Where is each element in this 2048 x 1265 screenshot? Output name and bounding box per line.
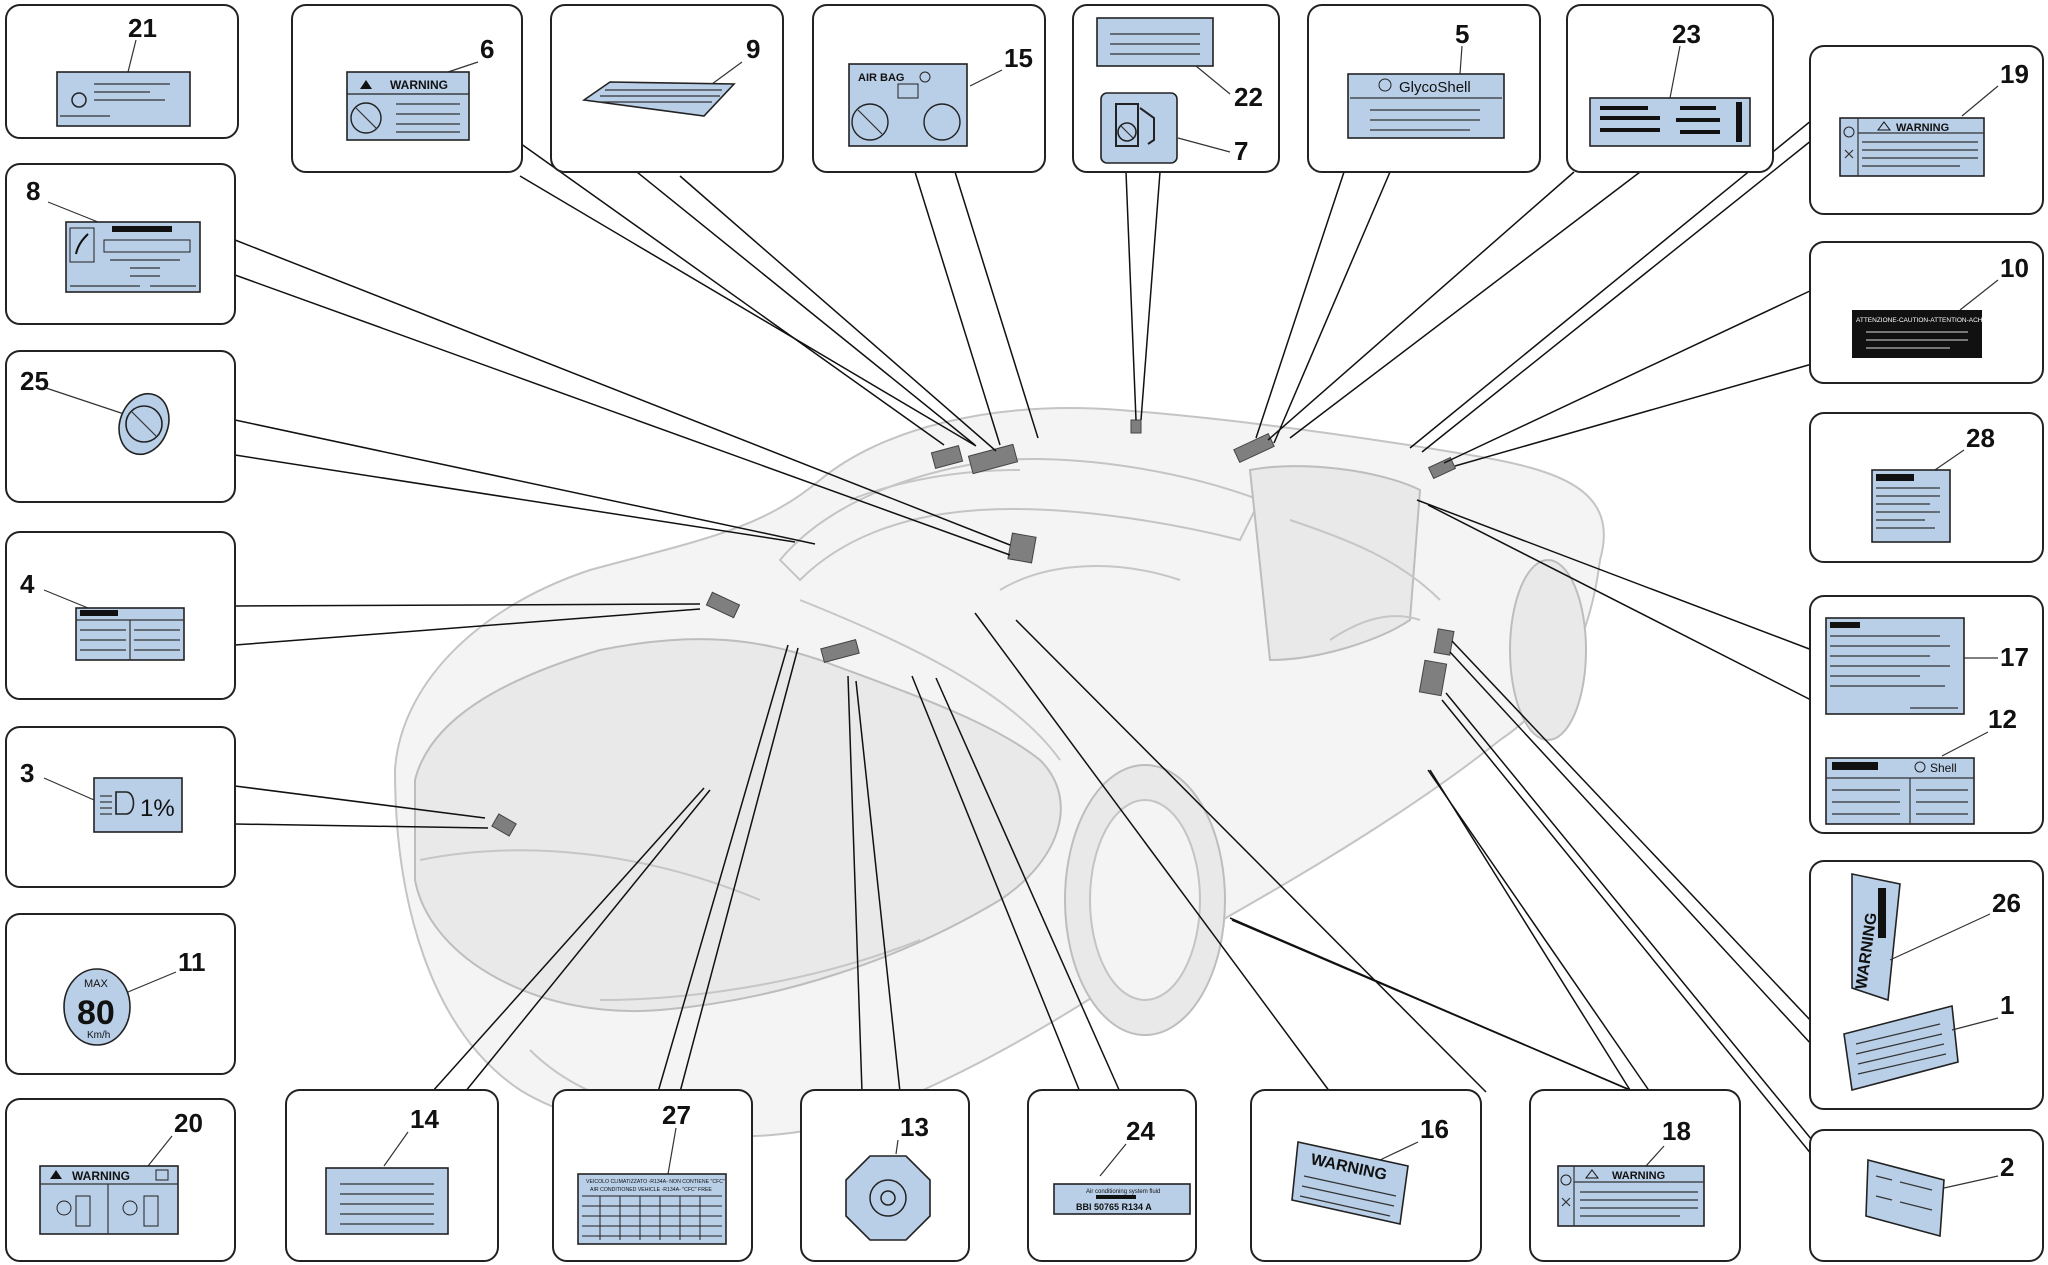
callout-number-12: 12 (1988, 704, 2017, 734)
callout-24: 24 Air conditioning system fluid BBI 507… (1027, 1089, 1197, 1262)
callout-9: 9 (550, 4, 784, 173)
callout-number-22: 22 (1234, 82, 1263, 112)
glycoshell-text: GlycoShell (1399, 79, 1471, 96)
one-percent-text: 1% (140, 795, 175, 822)
speed-text: 80 (77, 994, 115, 1032)
callout-number-18: 18 (1662, 1116, 1691, 1146)
callout-number-20: 20 (174, 1108, 203, 1138)
callout-15: 15 AIR BAG (812, 4, 1046, 173)
ac-line2-text: AIR CONDITIONED VEHICLE -R134A- "CFC" FR… (590, 1187, 712, 1193)
callout-8: 8 (5, 163, 236, 325)
callout-16: 16 WARNING (1250, 1089, 1482, 1262)
callout-19: 19 WARNING (1809, 45, 2044, 215)
callout-21: 21 (5, 4, 239, 139)
callout-number-19: 19 (2000, 59, 2029, 89)
callout-number-26: 26 (1992, 888, 2021, 918)
ac-code-text: BBI 50765 R134 A (1076, 1202, 1152, 1212)
callout-number-8: 8 (26, 176, 40, 206)
callout-6: 6 WARNING (291, 4, 523, 173)
callout-4: 4 (5, 531, 236, 700)
airbag-text: AIR BAG (858, 72, 904, 84)
callout-number-13: 13 (900, 1112, 929, 1142)
callout-number-10: 10 (2000, 253, 2029, 283)
callout-number-6: 6 (480, 34, 494, 64)
callout-10: 10 ATTENZIONE-CAUTION-ATTENTION-ACHTUNG (1809, 241, 2044, 384)
callout-28: 28 (1809, 412, 2044, 563)
callout-20: 20 WARNING (5, 1098, 236, 1262)
warning-text-6: WARNING (390, 78, 448, 92)
callout-18: 18 WARNING (1529, 1089, 1741, 1262)
callout-number-11: 11 (178, 947, 206, 977)
callout-17-12: 17 12 Shell (1809, 595, 2044, 834)
callout-number-27: 27 (662, 1100, 691, 1130)
car-label-markers (491, 419, 1457, 837)
callout-number-4: 4 (20, 569, 35, 599)
ac-system-text: Air conditioning system fluid (1086, 1189, 1160, 1195)
callout-23: 23 (1566, 4, 1774, 173)
callout-number-2: 2 (2000, 1152, 2014, 1182)
callout-number-24: 24 (1126, 1116, 1155, 1146)
leader-lines (234, 119, 1871, 1156)
callout-number-5: 5 (1455, 19, 1469, 49)
callout-number-1: 1 (2000, 990, 2014, 1020)
callout-2: 2 (1809, 1129, 2044, 1262)
callout-number-14: 14 (410, 1104, 439, 1134)
callout-number-15: 15 (1004, 43, 1033, 73)
callout-number-7: 7 (1234, 136, 1248, 166)
callout-number-17: 17 (2000, 642, 2029, 672)
kmh-text: Km/h (87, 1030, 110, 1041)
callout-11: 11 MAX 80 Km/h (5, 913, 236, 1075)
max-text: MAX (84, 978, 109, 990)
warning-text-20: WARNING (72, 1169, 130, 1183)
callout-number-16: 16 (1420, 1114, 1449, 1144)
callout-13: 13 (800, 1089, 970, 1262)
warning-text-19: WARNING (1896, 122, 1949, 134)
callout-number-3: 3 (20, 758, 34, 788)
callout-number-23: 23 (1672, 19, 1701, 49)
callout-25: 25 (5, 350, 236, 503)
callout-22-7: 22 7 (1072, 4, 1280, 173)
attention-text: ATTENZIONE-CAUTION-ATTENTION-ACHTUNG (1856, 317, 2001, 324)
shell-text: Shell (1930, 761, 1957, 775)
ac-line1-text: VEICOLO CLIMATIZZATO -R134A- NON CONTIEN… (586, 1179, 725, 1185)
callout-number-28: 28 (1966, 423, 1995, 453)
callout-27: 27 VEICOLO CLIMATIZZATO -R134A- NON CONT… (552, 1089, 753, 1262)
callout-5: 5 GlycoShell (1307, 4, 1541, 173)
callout-14: 14 (285, 1089, 499, 1262)
callout-26-1: WARNING 26 1 (1809, 860, 2044, 1110)
callout-number-21: 21 (128, 13, 157, 43)
warning-text-18: WARNING (1612, 1170, 1665, 1182)
callout-number-25: 25 (20, 366, 49, 396)
callout-number-9: 9 (746, 34, 760, 64)
callout-3: 3 1% (5, 726, 236, 888)
